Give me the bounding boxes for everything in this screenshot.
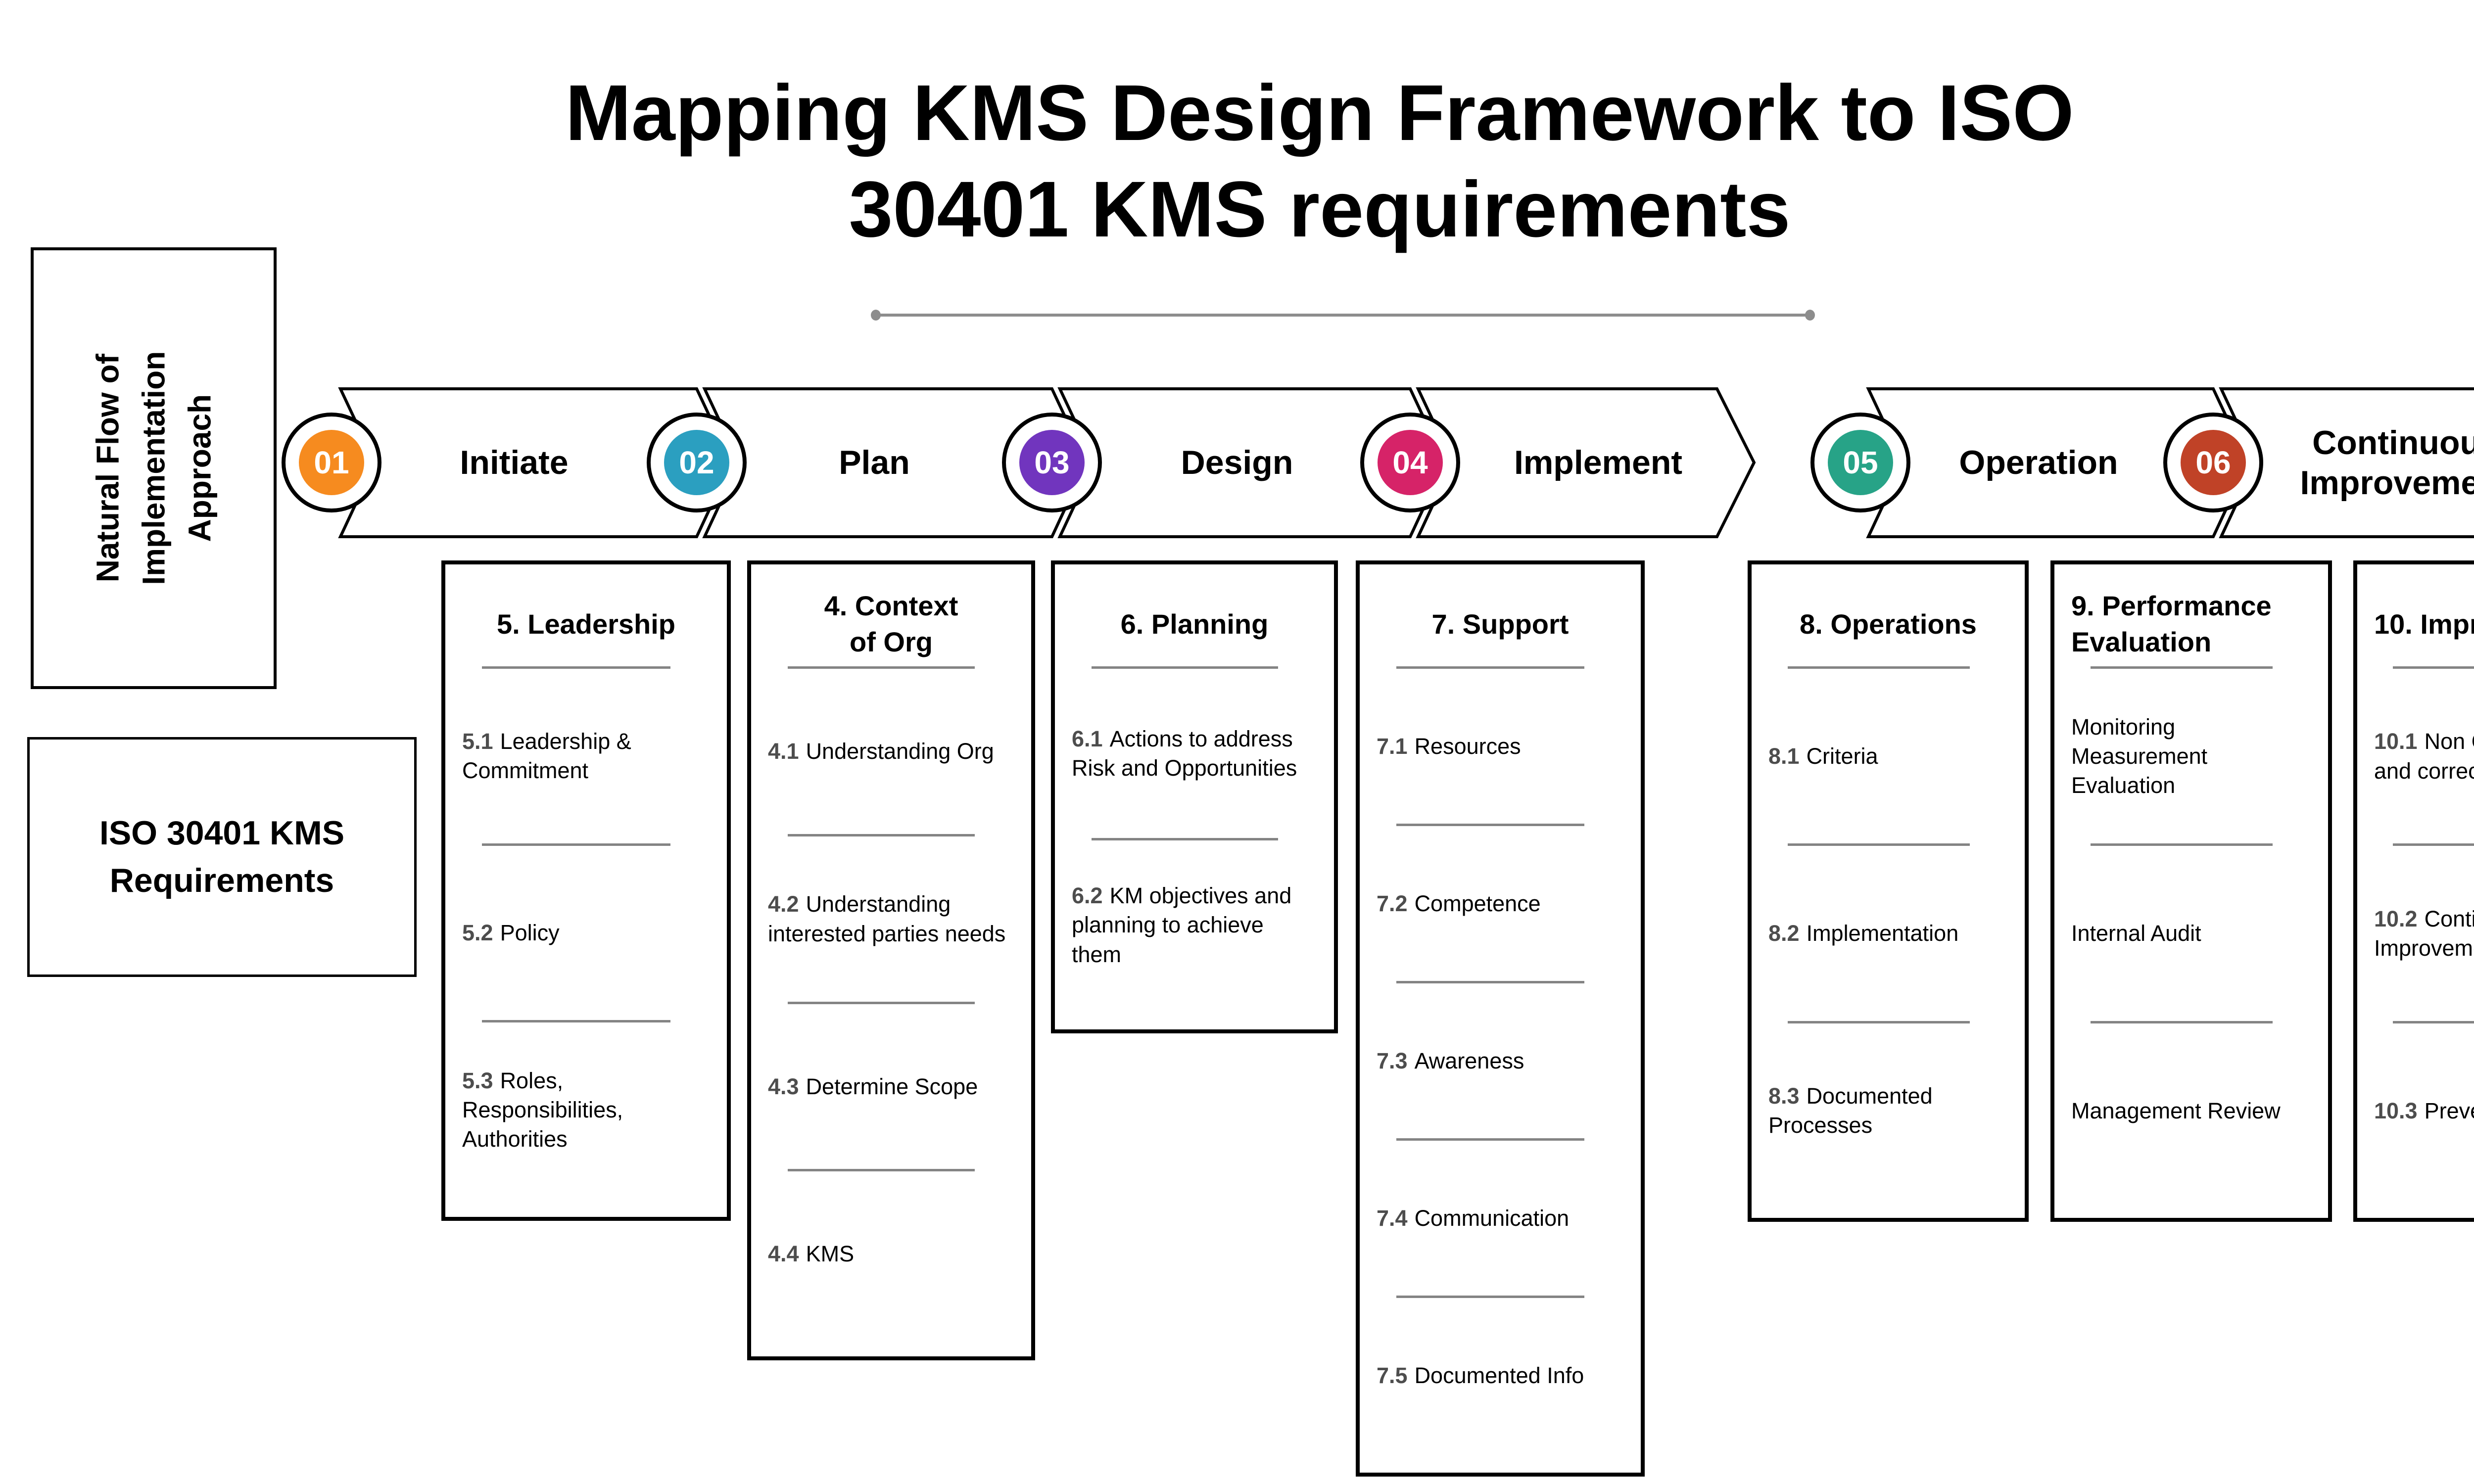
box-header: 10. Improvement [2374,608,2474,640]
stage-label-implement: Implement [1514,444,1683,482]
box-header: 4. Context of Org [824,590,958,657]
box-header: 8. Operations [1800,608,1977,640]
requirement-item: 10.2Continual Improvement [2374,906,2474,961]
divider [787,1169,975,1172]
requirement-item: 10.3Preventive actions [2374,1098,2474,1123]
box-body: Monitoring Measurement Evaluation Intern… [2071,666,2311,1198]
divider [2090,1020,2273,1023]
divider [787,834,975,836]
stage-number-04: 04 [1392,445,1428,480]
divider [482,1020,670,1023]
stage-circle-01 [299,430,364,495]
requirement-item: Management Review [2071,1098,2281,1123]
stage-circle-05 [1828,430,1893,495]
divider [2090,666,2273,669]
stage-number-02: 02 [679,445,714,480]
stage-number-03: 03 [1034,445,1070,480]
stage-circle-02 [664,430,729,495]
divider [482,666,670,669]
stage-label-design: Design [1181,444,1293,482]
divider [1091,838,1278,840]
divider [1787,843,1970,846]
divider [1091,666,1278,669]
stage-number-05: 05 [1843,445,1878,480]
page-title: Mapping KMS Design Framework to ISO 3040… [565,68,2074,254]
divider [1396,1138,1584,1141]
requirement-item: Internal Audit [2071,921,2201,946]
stage-number-06: 06 [2195,445,2231,480]
divider [1396,666,1584,669]
stage-label-plan: Plan [839,444,910,482]
divider [1787,1020,1970,1023]
divider [1787,666,1970,669]
divider [482,843,670,846]
stage-label-continuous-improvement: Continuous Improvement [2300,424,2474,502]
stage-circle-04 [1378,430,1443,495]
divider [787,1001,975,1004]
box-header: 9. Performance Evaluation [2071,590,2272,657]
divider [2393,843,2474,846]
stage-circle-06 [2181,430,2246,495]
stage-flow [282,387,2474,538]
box-header: 7. Support [1431,608,1569,640]
divider [787,666,975,669]
requirement-item: Monitoring Measurement Evaluation [2071,714,2208,798]
divider [1396,1296,1584,1298]
requirement-box-performance-evaluation: 9. Performance Evaluation Monitoring Mea… [2050,560,2332,1222]
divider [2090,843,2273,846]
flow-label-box: Natural Flow of Implementation Approach [31,247,277,689]
stage-label-initiate: Initiate [460,444,569,482]
iso-label-box: ISO 30401 KMS Requirements [27,737,417,977]
title-divider [871,310,1815,321]
divider [1396,981,1584,983]
box-header: 5. Leadership [496,608,676,640]
divider [1396,824,1584,826]
stage-circle-03 [1019,430,1085,495]
box-header: 6. Planning [1120,608,1269,640]
divider [2393,1020,2474,1023]
iso-label: ISO 30401 KMS Requirements [99,814,345,899]
stage-label-operation: Operation [1959,444,2118,482]
stage-number-01: 01 [314,445,349,480]
divider [2393,666,2474,669]
